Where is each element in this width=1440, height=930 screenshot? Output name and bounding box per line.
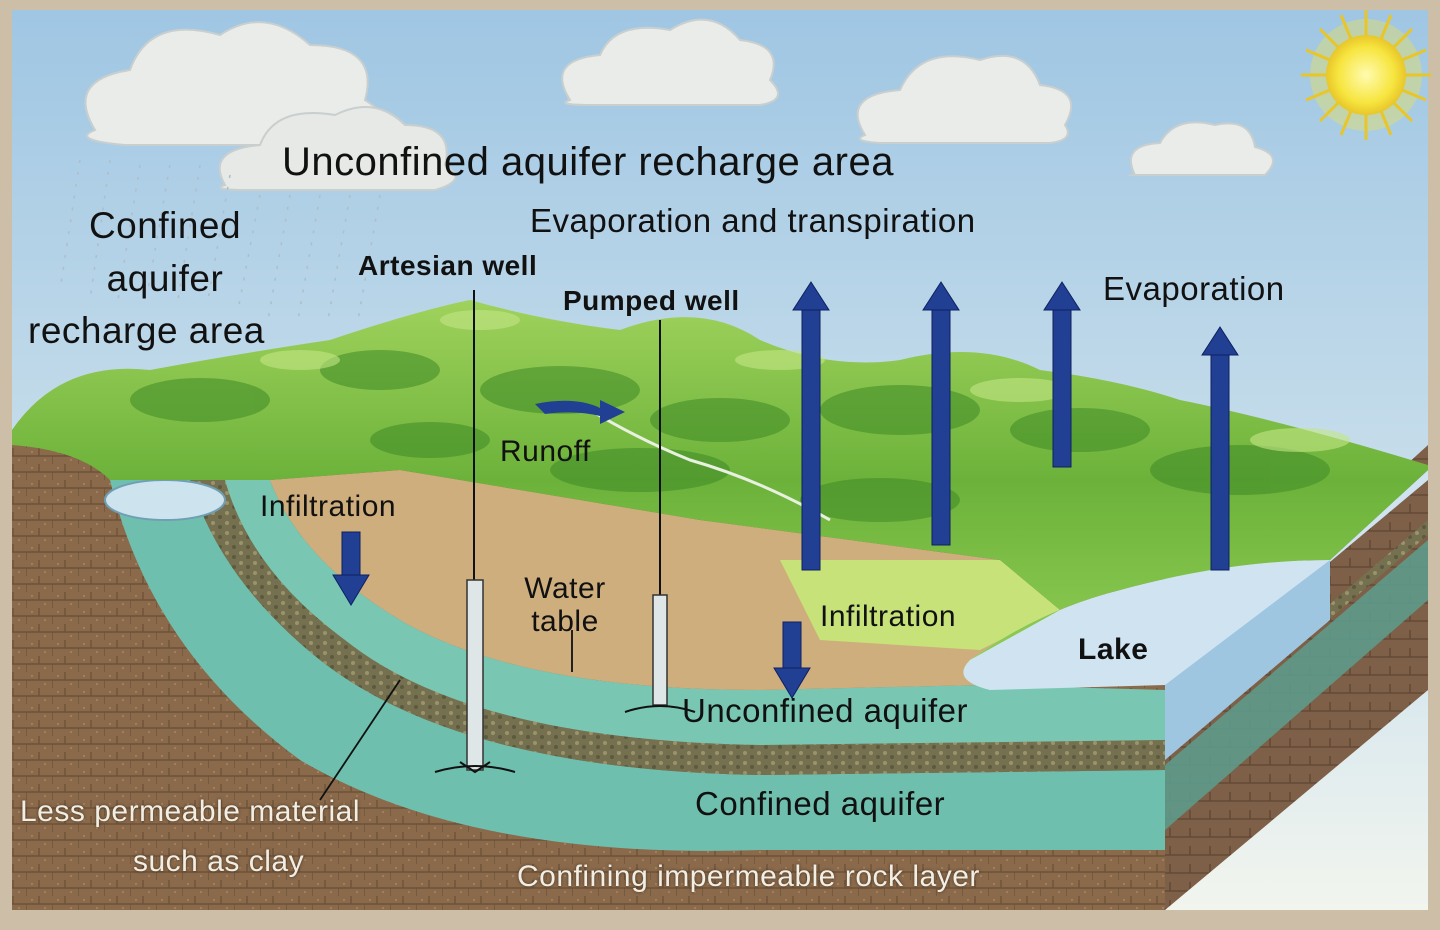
well-icon bbox=[624, 320, 696, 713]
confined-recharge-label-3: recharge area bbox=[28, 310, 265, 351]
unconfined-aquifer-label: Unconfined aquifer bbox=[682, 692, 969, 729]
unconfined-aquifer-layer bbox=[225, 480, 1165, 745]
arrow-down-icon bbox=[332, 531, 370, 606]
confined-aquifer-layer bbox=[110, 480, 1165, 851]
water-table-label-1: Water bbox=[524, 572, 606, 605]
less-permeable-label-2: such as clay bbox=[133, 845, 305, 878]
less-permeable-label-1: Less permeable material bbox=[20, 795, 360, 828]
sun-icon bbox=[1301, 10, 1431, 140]
stream bbox=[589, 408, 831, 522]
confined-recharge-label-1: Confined bbox=[88, 205, 242, 246]
cloud-icon bbox=[856, 54, 1073, 144]
cloud-icon bbox=[1128, 121, 1274, 176]
infiltration-left-label: Infiltration bbox=[260, 490, 397, 523]
pumped-well-label: Pumped well bbox=[563, 285, 740, 316]
runoff-arrow-icon bbox=[535, 400, 625, 424]
water-table-label-2: table bbox=[531, 605, 599, 638]
recharge-grass bbox=[780, 560, 1060, 650]
confining-layer-label: Confining impermeable rock layer bbox=[517, 860, 980, 893]
artesian-well-label: Artesian well bbox=[358, 250, 538, 281]
lake bbox=[963, 470, 1428, 700]
evap-transpiration-label: Evaporation and transpiration bbox=[530, 202, 976, 239]
confined-recharge-label-2: aquifer bbox=[106, 258, 224, 299]
unconfined-recharge-label: Unconfined aquifer recharge area bbox=[282, 140, 894, 184]
arrow-up-icon bbox=[922, 281, 960, 546]
infiltration-right-label: Infiltration bbox=[820, 600, 957, 633]
arrow-up-icon bbox=[792, 281, 830, 571]
confined-aquifer-label: Confined aquifer bbox=[695, 785, 946, 822]
runoff-label: Runoff bbox=[500, 435, 591, 468]
lake-water-side bbox=[1165, 560, 1330, 760]
clay-pointer bbox=[319, 679, 401, 801]
rain-icon bbox=[59, 159, 381, 321]
pond bbox=[104, 479, 226, 521]
arrow-up-icon bbox=[1043, 281, 1081, 468]
cloud-icon bbox=[561, 18, 779, 106]
arrow-down-icon bbox=[773, 621, 811, 699]
lake-label: Lake bbox=[1078, 633, 1149, 666]
cloud-icon bbox=[218, 106, 457, 191]
clay-layer bbox=[190, 480, 1165, 775]
well-icon bbox=[434, 290, 516, 774]
evaporation-label: Evaporation bbox=[1103, 270, 1285, 307]
side-aquifer bbox=[1165, 540, 1428, 830]
arrow-up-icon bbox=[1201, 326, 1239, 571]
